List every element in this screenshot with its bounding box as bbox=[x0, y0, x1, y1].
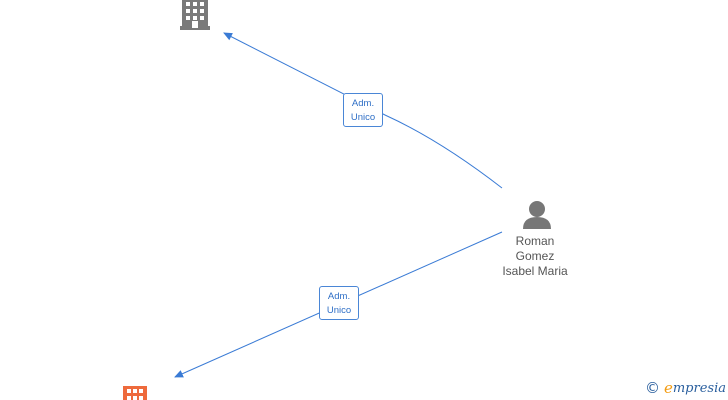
brand-watermark: © e mpresia bbox=[645, 379, 726, 397]
brand-logo-initial: e bbox=[663, 379, 673, 397]
edge-role-label[interactable]: Adm. Unico bbox=[319, 286, 359, 320]
brand-logo-text: mpresia bbox=[672, 380, 726, 396]
building-icon[interactable] bbox=[123, 386, 147, 400]
person-name-line: Isabel Maria bbox=[502, 264, 568, 278]
person-name-line: Roman bbox=[515, 234, 555, 248]
building-icon[interactable] bbox=[180, 0, 210, 30]
person-name-line: Gomez bbox=[515, 249, 555, 263]
copyright-icon: © bbox=[644, 379, 660, 397]
person-icon[interactable] bbox=[523, 201, 551, 229]
edge-role-line: Unico bbox=[326, 305, 352, 316]
edge-role-label[interactable]: Adm. Unico bbox=[343, 93, 383, 127]
edge-role-line: Adm. bbox=[351, 98, 375, 109]
edge-person-to-company-top bbox=[223, 32, 503, 189]
edge-role-line: Unico bbox=[350, 112, 376, 123]
edge-role-line: Adm. bbox=[327, 291, 351, 302]
person-name-label[interactable]: Roman Gomez Isabel Maria bbox=[485, 234, 585, 279]
